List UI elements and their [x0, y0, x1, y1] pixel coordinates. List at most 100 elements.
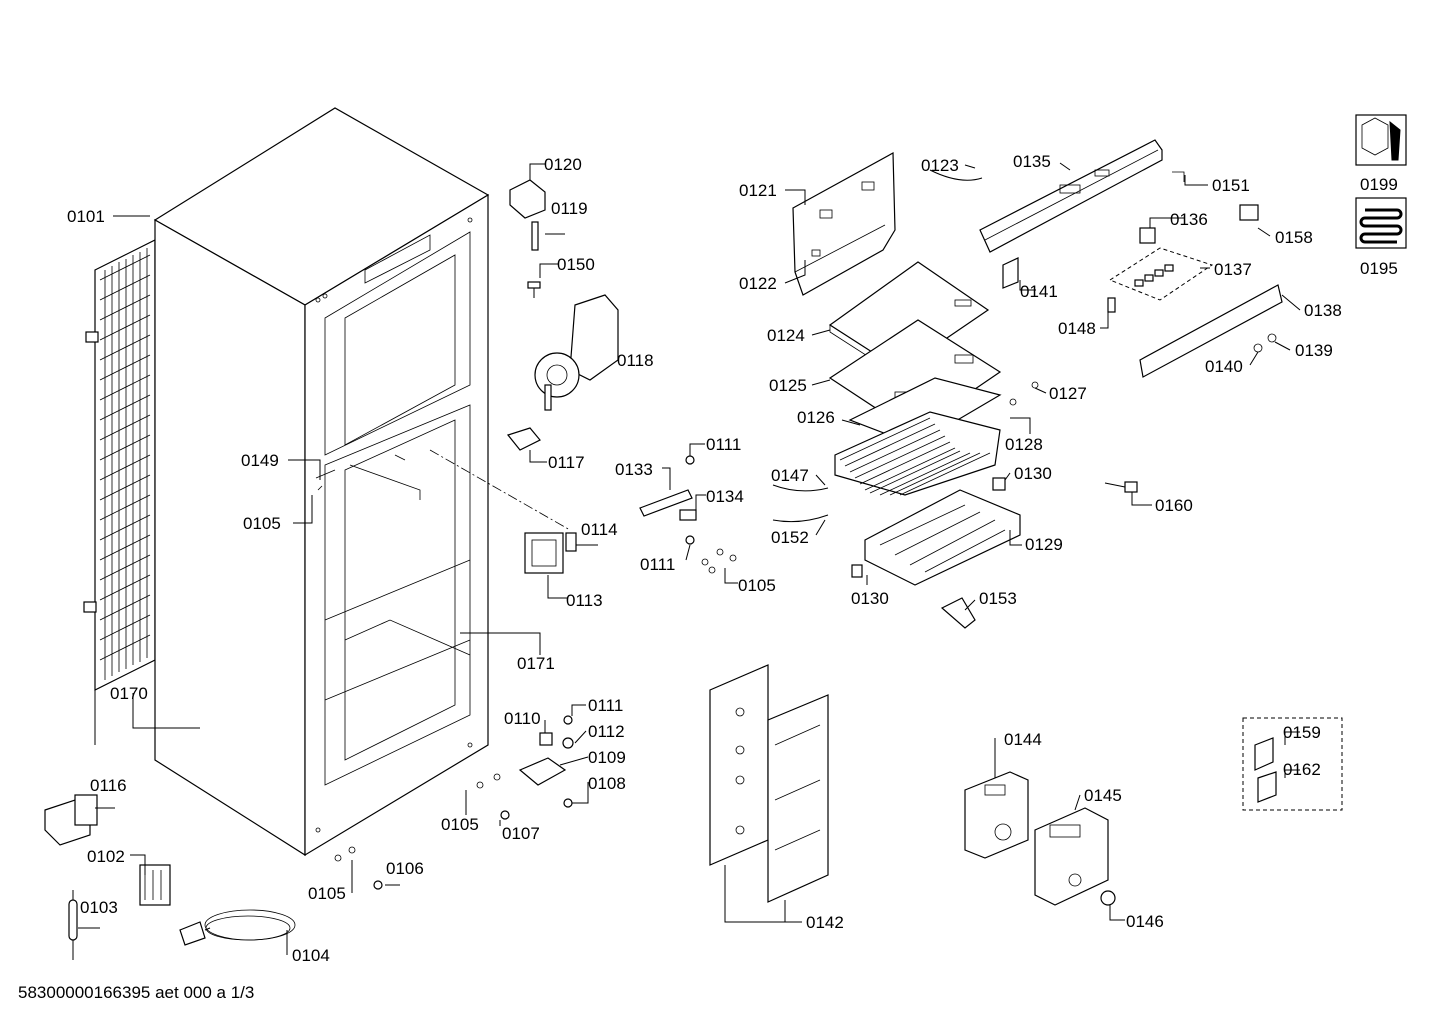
thermostat-cover-0145 [1034, 807, 1109, 906]
drain-0153 [940, 597, 976, 629]
label-0107: 0107 [502, 824, 540, 843]
label-0101: 0101 [67, 207, 105, 226]
label-0118: 0118 [617, 351, 654, 370]
pin-0119 [531, 221, 539, 251]
power-cord-0104 [179, 909, 296, 946]
switch-0158 [1239, 204, 1259, 221]
screw-0150 [527, 281, 541, 298]
label-0111-b: 0111 [706, 435, 741, 454]
label-0148: 0148 [1058, 319, 1096, 338]
button-set-0137 [1108, 247, 1214, 301]
label-0134: 0134 [706, 487, 744, 506]
screws-0127 [1009, 381, 1039, 406]
coil-icon [1355, 197, 1407, 249]
wire-0123 [929, 169, 983, 181]
label-0130-a: 0130 [1014, 464, 1052, 483]
mounting-guide-line [429, 449, 571, 531]
label-0108: 0108 [588, 774, 626, 793]
label-0116: 0116 [90, 776, 127, 795]
label-0171: 0171 [517, 654, 555, 673]
label-0114: 0114 [581, 520, 618, 539]
label-0133: 0133 [615, 460, 653, 479]
label-0159: 0159 [1283, 723, 1321, 742]
heater-wire-0147 [772, 484, 829, 492]
condenser-coil [83, 239, 156, 745]
label-0130-b: 0130 [851, 589, 889, 608]
label-0105-d: 0105 [738, 576, 776, 595]
label-kit-0159-0162 [1242, 717, 1343, 811]
label-0123: 0123 [921, 156, 959, 175]
damper-0120 [509, 179, 546, 219]
label-0142: 0142 [806, 913, 844, 932]
label-0151: 0151 [1212, 176, 1250, 195]
label-0149: 0149 [241, 451, 279, 470]
drip-tray-0129 [864, 489, 1021, 586]
label-0111-c: 0111 [640, 555, 675, 574]
label-0110: 0110 [504, 709, 541, 728]
sensor-0117 [506, 427, 541, 451]
strip-0138 [1139, 284, 1283, 378]
screws-0105 [701, 548, 737, 574]
label-0158: 0158 [1275, 228, 1313, 247]
label-0106: 0106 [386, 859, 424, 878]
bracket-0133-0134 [639, 455, 697, 545]
label-0145: 0145 [1084, 786, 1122, 805]
label-0195: 0195 [1360, 259, 1398, 278]
clip-0151 [1172, 171, 1185, 182]
knob-0146 [1100, 890, 1116, 906]
clip-0130b [851, 564, 863, 578]
label-0160: 0160 [1155, 496, 1193, 515]
label-0153: 0153 [979, 589, 1017, 608]
label-0109: 0109 [588, 748, 626, 767]
sensor-0160 [1104, 481, 1138, 493]
clip-0130a [992, 477, 1006, 491]
cover-0141 [1002, 257, 1019, 289]
label-0112: 0112 [588, 722, 625, 741]
label-0139: 0139 [1295, 341, 1333, 360]
relay-0116 [44, 794, 98, 846]
label-0121: 0121 [739, 181, 777, 200]
label-0126: 0126 [797, 408, 835, 427]
label-0162: 0162 [1283, 760, 1321, 779]
panel-0113-0114 [524, 532, 577, 574]
label-0136: 0136 [1170, 210, 1208, 229]
label-0129: 0129 [1025, 535, 1063, 554]
back-panel-0121 [792, 151, 896, 296]
label-0105-b: 0105 [308, 884, 346, 903]
evaporator-coil-0128 [834, 411, 1001, 496]
label-0127: 0127 [1049, 384, 1087, 403]
label-0104: 0104 [292, 946, 330, 965]
wire-0149 [315, 469, 336, 491]
part-labels: 0101 0149 0105 0170 0171 0116 0102 0103 … [67, 152, 1398, 965]
label-0120: 0120 [544, 155, 582, 174]
pin-0148 [1107, 297, 1116, 313]
label-0138: 0138 [1304, 301, 1342, 320]
label-0140: 0140 [1205, 357, 1243, 376]
label-0113: 0113 [566, 591, 603, 610]
label-0150: 0150 [557, 255, 595, 274]
clip-0139 [1267, 333, 1277, 343]
hinge-bracket-0142 [709, 664, 829, 903]
label-0144: 0144 [1004, 730, 1042, 749]
label-0105-a: 0105 [243, 514, 281, 533]
label-0147: 0147 [771, 466, 809, 485]
hinge-parts-0107-0112 [334, 715, 574, 890]
fan-housing-0118 [534, 294, 619, 411]
document-code: 58300000166395 aet 000 a 1/3 [18, 983, 254, 1002]
heater-wire-0152 [772, 514, 829, 523]
label-0103: 0103 [80, 898, 118, 917]
label-0170: 0170 [110, 684, 148, 703]
label-0111-a: 0111 [588, 696, 623, 715]
label-0152: 0152 [771, 528, 809, 547]
cabinet-body [153, 107, 490, 857]
leader-lines [78, 162, 1301, 955]
label-0128: 0128 [1005, 435, 1043, 454]
label-0135: 0135 [1013, 152, 1051, 171]
label-0117: 0117 [548, 453, 585, 472]
label-0137: 0137 [1214, 260, 1252, 279]
label-0125: 0125 [769, 376, 807, 395]
label-0124: 0124 [767, 326, 805, 345]
label-0146: 0146 [1126, 912, 1164, 931]
label-0102: 0102 [87, 847, 125, 866]
